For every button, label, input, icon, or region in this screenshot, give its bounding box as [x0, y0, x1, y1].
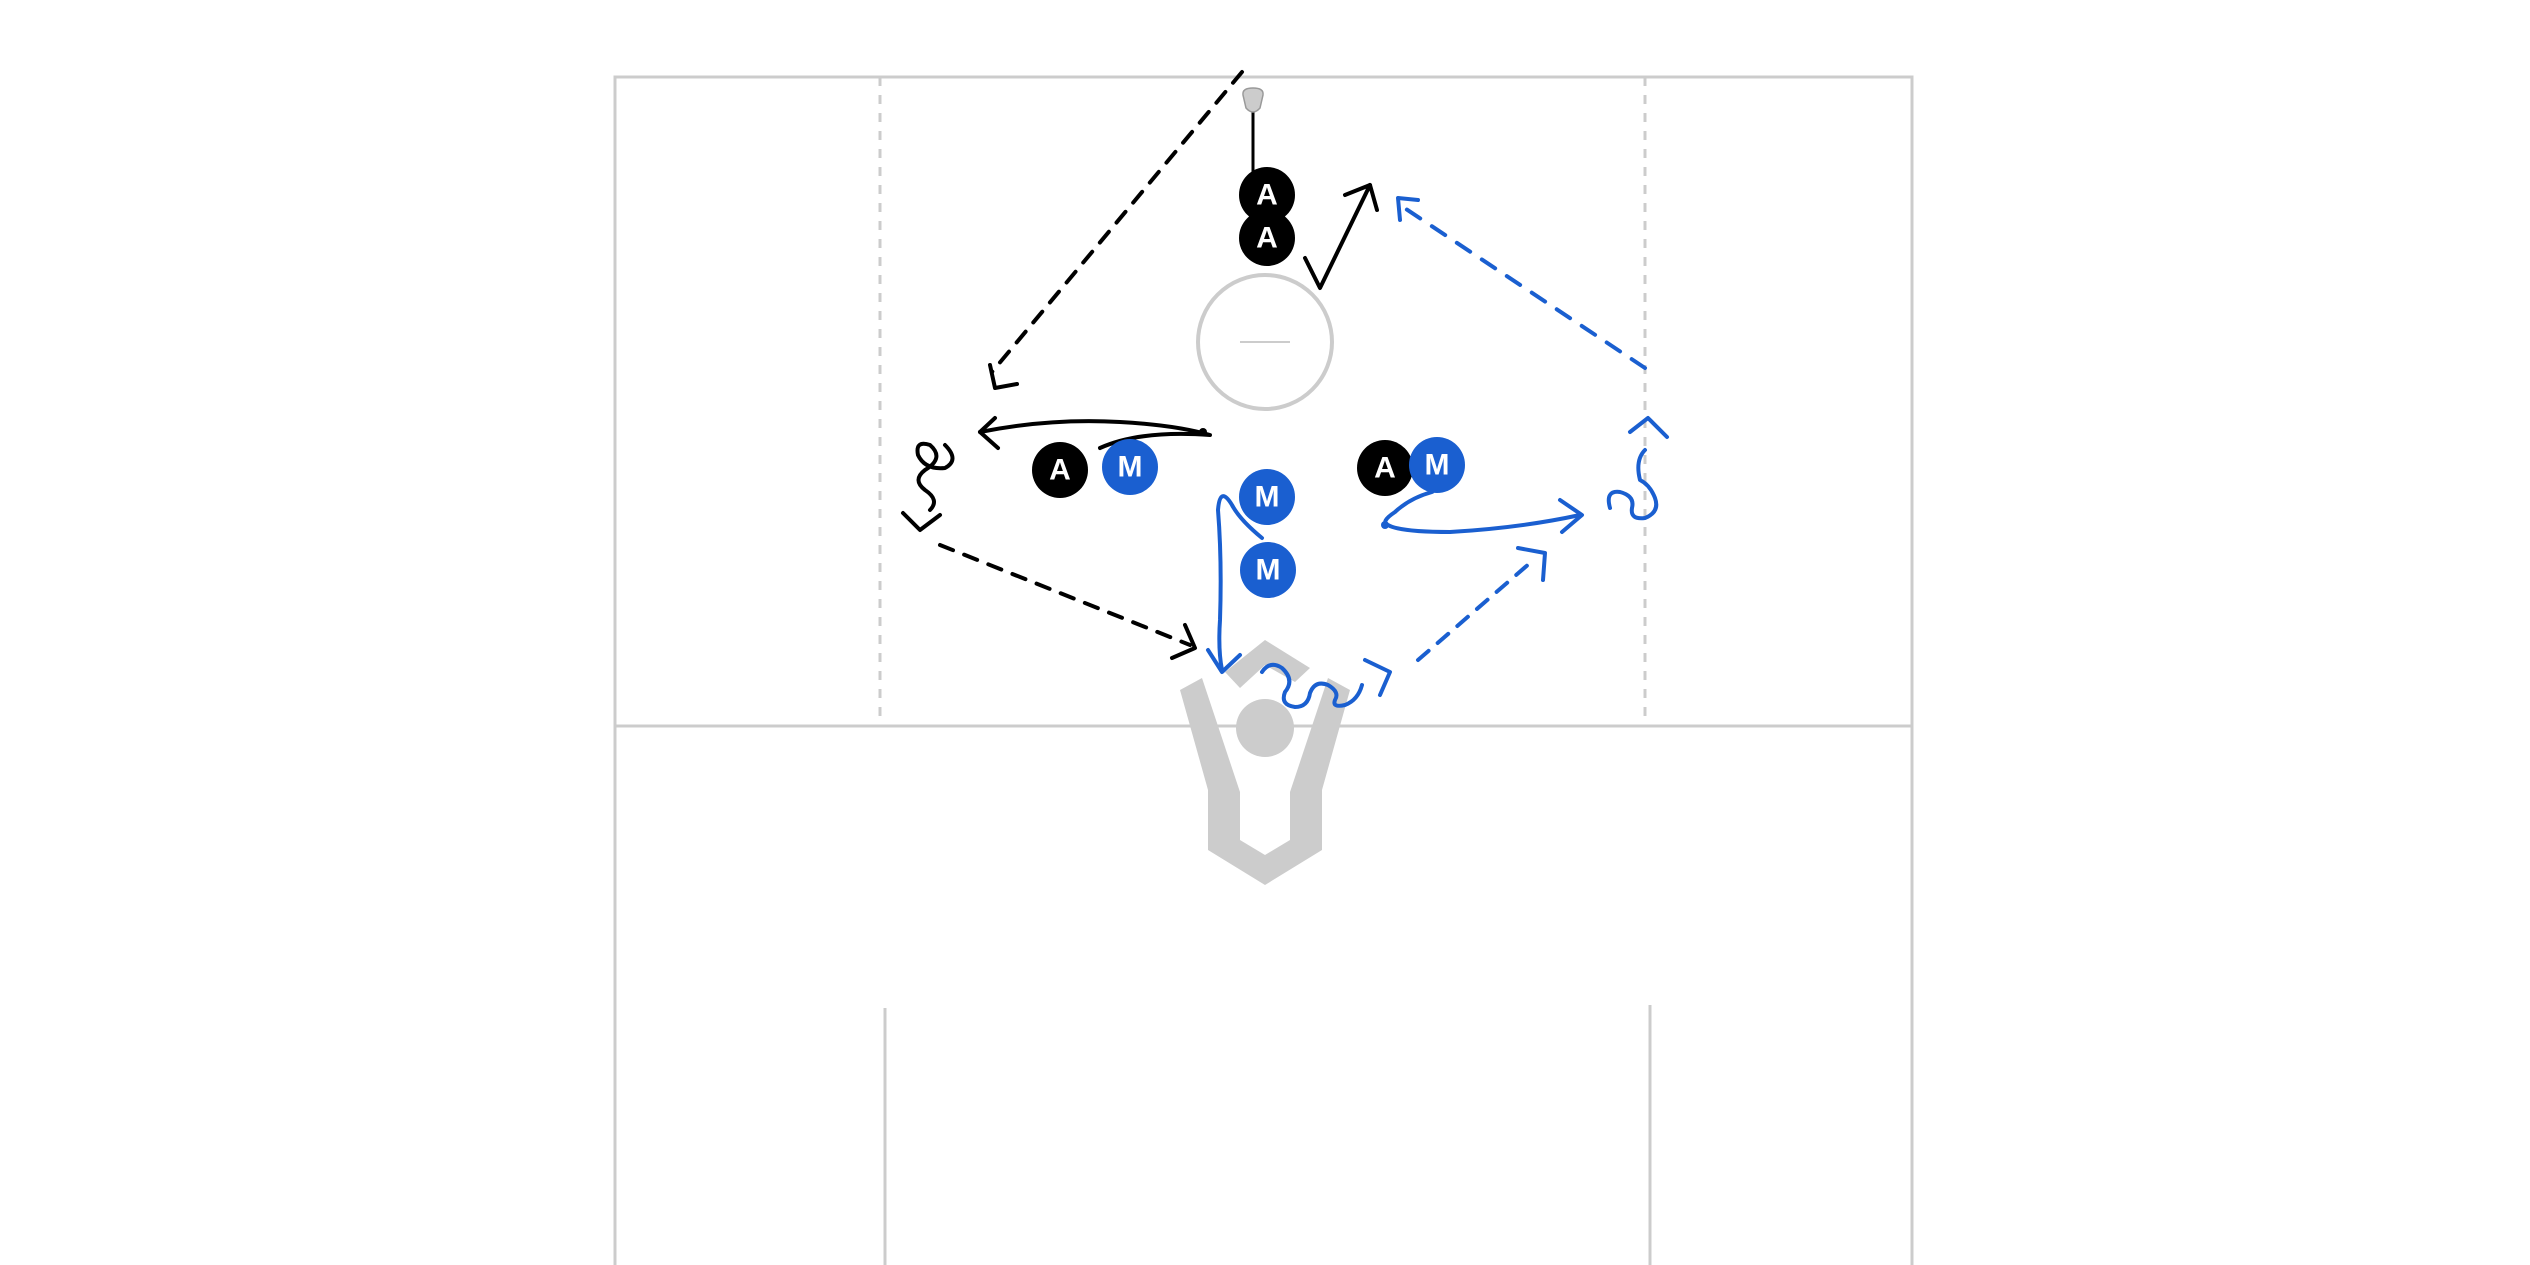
player-attack-icon[interactable]: A [1239, 210, 1295, 266]
midfield-right-arrowhead [1628, 416, 1669, 439]
player-mid-1-label: M [1118, 451, 1143, 484]
attack-paths [901, 70, 1379, 660]
attack-cut-arrowhead [1343, 183, 1379, 212]
player-midfield-icon[interactable]: M [1239, 469, 1295, 525]
attack-pass-arrowhead-2 [1170, 623, 1197, 660]
midfield-swoop-path [1383, 490, 1582, 534]
goal-icon [1180, 640, 1350, 885]
field-boundary [613, 75, 1914, 1265]
lacrosse-stick-icon [1242, 87, 1264, 175]
player-attack-icon[interactable]: A [1239, 167, 1295, 223]
player-midfield-icon[interactable]: M [1102, 439, 1158, 495]
attack-pass-path-1 [990, 70, 1244, 374]
player-attack-3-label: A [1049, 454, 1071, 487]
player-attack-4-label: A [1374, 452, 1396, 485]
attack-swoop-path [978, 419, 1212, 450]
player-midfield-icon[interactable]: M [1409, 437, 1465, 493]
player-mid-3-label: M [1256, 554, 1281, 587]
player-midfield-icon[interactable]: M [1240, 542, 1296, 598]
midfield-pass-arrowhead-2 [1516, 546, 1547, 582]
attack-pass-path-2 [938, 543, 1192, 647]
midfield-right-squiggle [1606, 448, 1659, 521]
attack-dodge-arrowhead [901, 511, 942, 532]
crease-circle-icon [1196, 273, 1334, 411]
midfield-cut-path [1216, 494, 1264, 672]
midfield-pass-path-2 [1416, 561, 1532, 662]
midfield-cut-arrowhead [1206, 648, 1242, 674]
player-attack-1-label: A [1256, 179, 1278, 212]
midfield-paths [1206, 196, 1669, 709]
midfield-swoop-arrowhead [1558, 498, 1584, 534]
player-mid-4-label: M [1425, 449, 1450, 482]
midfield-dodge-squiggle [1260, 662, 1364, 709]
attack-swoop-arrowhead [978, 416, 1000, 450]
attack-pass-arrowhead-1 [988, 363, 1019, 390]
attack-dodge-squiggle [915, 441, 955, 512]
player-attack-icon[interactable]: A [1357, 440, 1413, 496]
midfield-pass-path-1 [1398, 203, 1647, 370]
attack-cut-path [1303, 183, 1372, 290]
player-mid-2-label: M [1255, 481, 1280, 514]
midfield-dodge-arrowhead [1363, 658, 1392, 697]
player-attack-2-label: A [1256, 222, 1278, 255]
field-lines [613, 75, 1914, 1265]
player-attack-icon[interactable]: A [1032, 442, 1088, 498]
midfield-pass-arrowhead-1 [1396, 196, 1420, 222]
players: A A A M M M A M [1032, 167, 1465, 598]
